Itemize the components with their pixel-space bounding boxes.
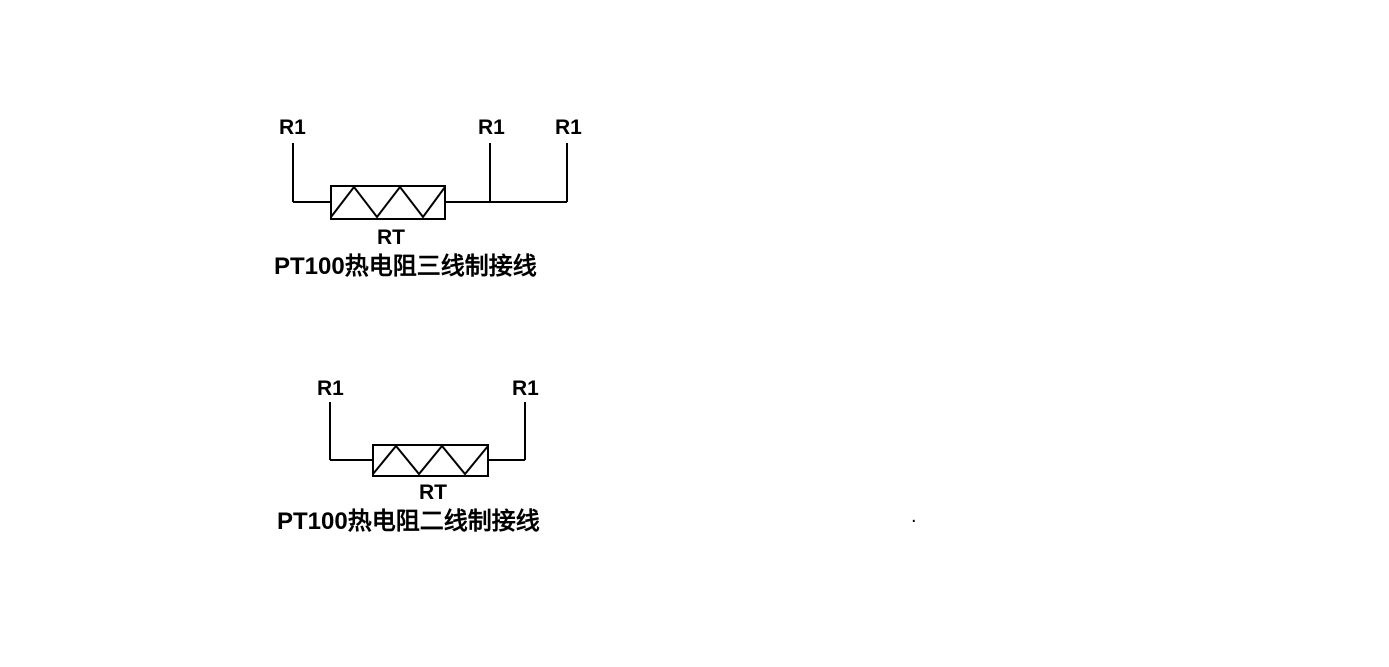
three-wire-terminal-label-3: R1: [555, 116, 582, 139]
three-wire-circuit: [292, 143, 568, 220]
three-wire-terminal-label-2: R1: [478, 116, 505, 139]
two-wire-circuit: [329, 402, 526, 477]
three-wire-terminal-label-1: R1: [279, 116, 306, 139]
two-wire-resistor-winding: [372, 444, 489, 476]
two-wire-component-label: RT: [419, 481, 447, 504]
stray-dot-mark: .: [911, 505, 917, 527]
two-wire-terminal-label-1: R1: [317, 377, 344, 400]
two-wire-terminal-label-2: R1: [512, 377, 539, 400]
three-wire-caption: PT100热电阻三线制接线: [274, 253, 537, 280]
three-wire-resistor-winding: [330, 185, 446, 219]
three-wire-component-label: RT: [377, 226, 405, 249]
two-wire-caption: PT100热电阻二线制接线: [277, 508, 540, 535]
